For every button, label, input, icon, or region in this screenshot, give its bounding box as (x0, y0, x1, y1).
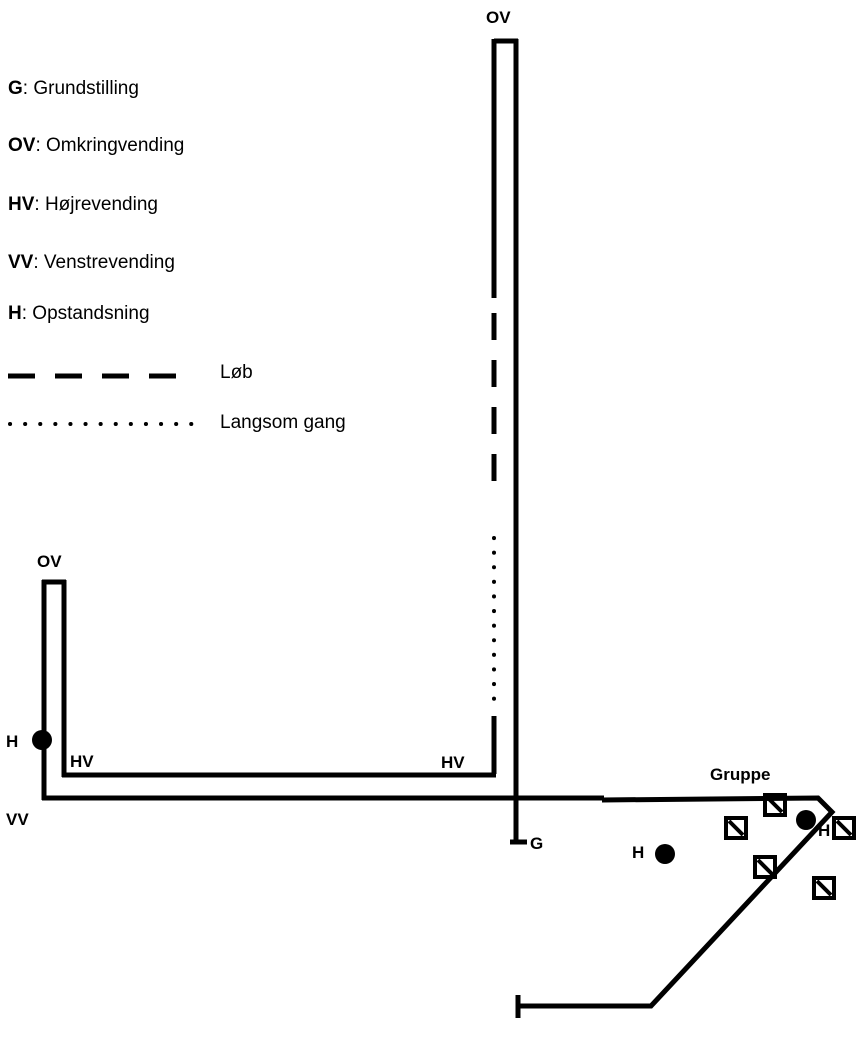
legend-dashed-label: Løb (220, 362, 253, 383)
legend-text-vv: : Venstrevending (33, 252, 175, 273)
label-diag-h-upper: H (818, 821, 830, 840)
route-diagonal-visible (515, 795, 836, 1018)
label-group: Gruppe (710, 765, 770, 784)
legend-abbr-g: G (8, 78, 23, 99)
label-hv-left: HV (70, 752, 94, 771)
route-labels: OV OV H HV HV VV G H H Gruppe (6, 8, 830, 862)
diagonal-corridor (516, 795, 836, 1009)
legend-item-ov: OV: Omkringvending (8, 135, 184, 156)
label-top-ov: OV (486, 8, 511, 27)
group-markers (724, 793, 856, 900)
legend-abbr-hv: HV (8, 194, 35, 215)
h-point-upper-diagonal (796, 810, 816, 830)
route-left-column (41, 579, 604, 801)
legend-text-g: : Grundstilling (23, 78, 139, 99)
label-left-h: H (6, 732, 18, 751)
label-vv: VV (6, 810, 29, 829)
legend-text-h: : Opstandsning (22, 303, 150, 324)
route-top-column (491, 38, 527, 845)
group-marker (832, 816, 856, 840)
group-marker (753, 855, 777, 879)
legend-text-ov: : Omkringvending (35, 135, 184, 156)
group-marker (763, 793, 787, 817)
legend-abbr-vv: VV (8, 252, 34, 273)
label-g: G (530, 834, 543, 853)
legend-dotted-label: Langsom gang (220, 412, 346, 433)
legend-abbr-h: H (8, 303, 22, 324)
label-diag-h-lower: H (632, 843, 644, 862)
legend-text-hv: : Højrevending (34, 194, 158, 215)
legend-item-hv: HV: Højrevending (8, 194, 158, 215)
legend: G: Grundstilling OV: Omkringvending HV: … (8, 78, 346, 433)
h-point-lower-diagonal (655, 844, 675, 864)
legend-item-g: G: Grundstilling (8, 78, 139, 99)
legend-item-vv: VV: Venstrevending (8, 252, 175, 273)
group-marker (724, 816, 748, 840)
label-left-ov: OV (37, 552, 62, 571)
label-hv-right: HV (441, 753, 465, 772)
h-point-left (32, 730, 52, 750)
legend-item-h: H: Opstandsning (8, 303, 150, 324)
group-marker (812, 876, 836, 900)
legend-abbr-ov: OV (8, 135, 36, 156)
